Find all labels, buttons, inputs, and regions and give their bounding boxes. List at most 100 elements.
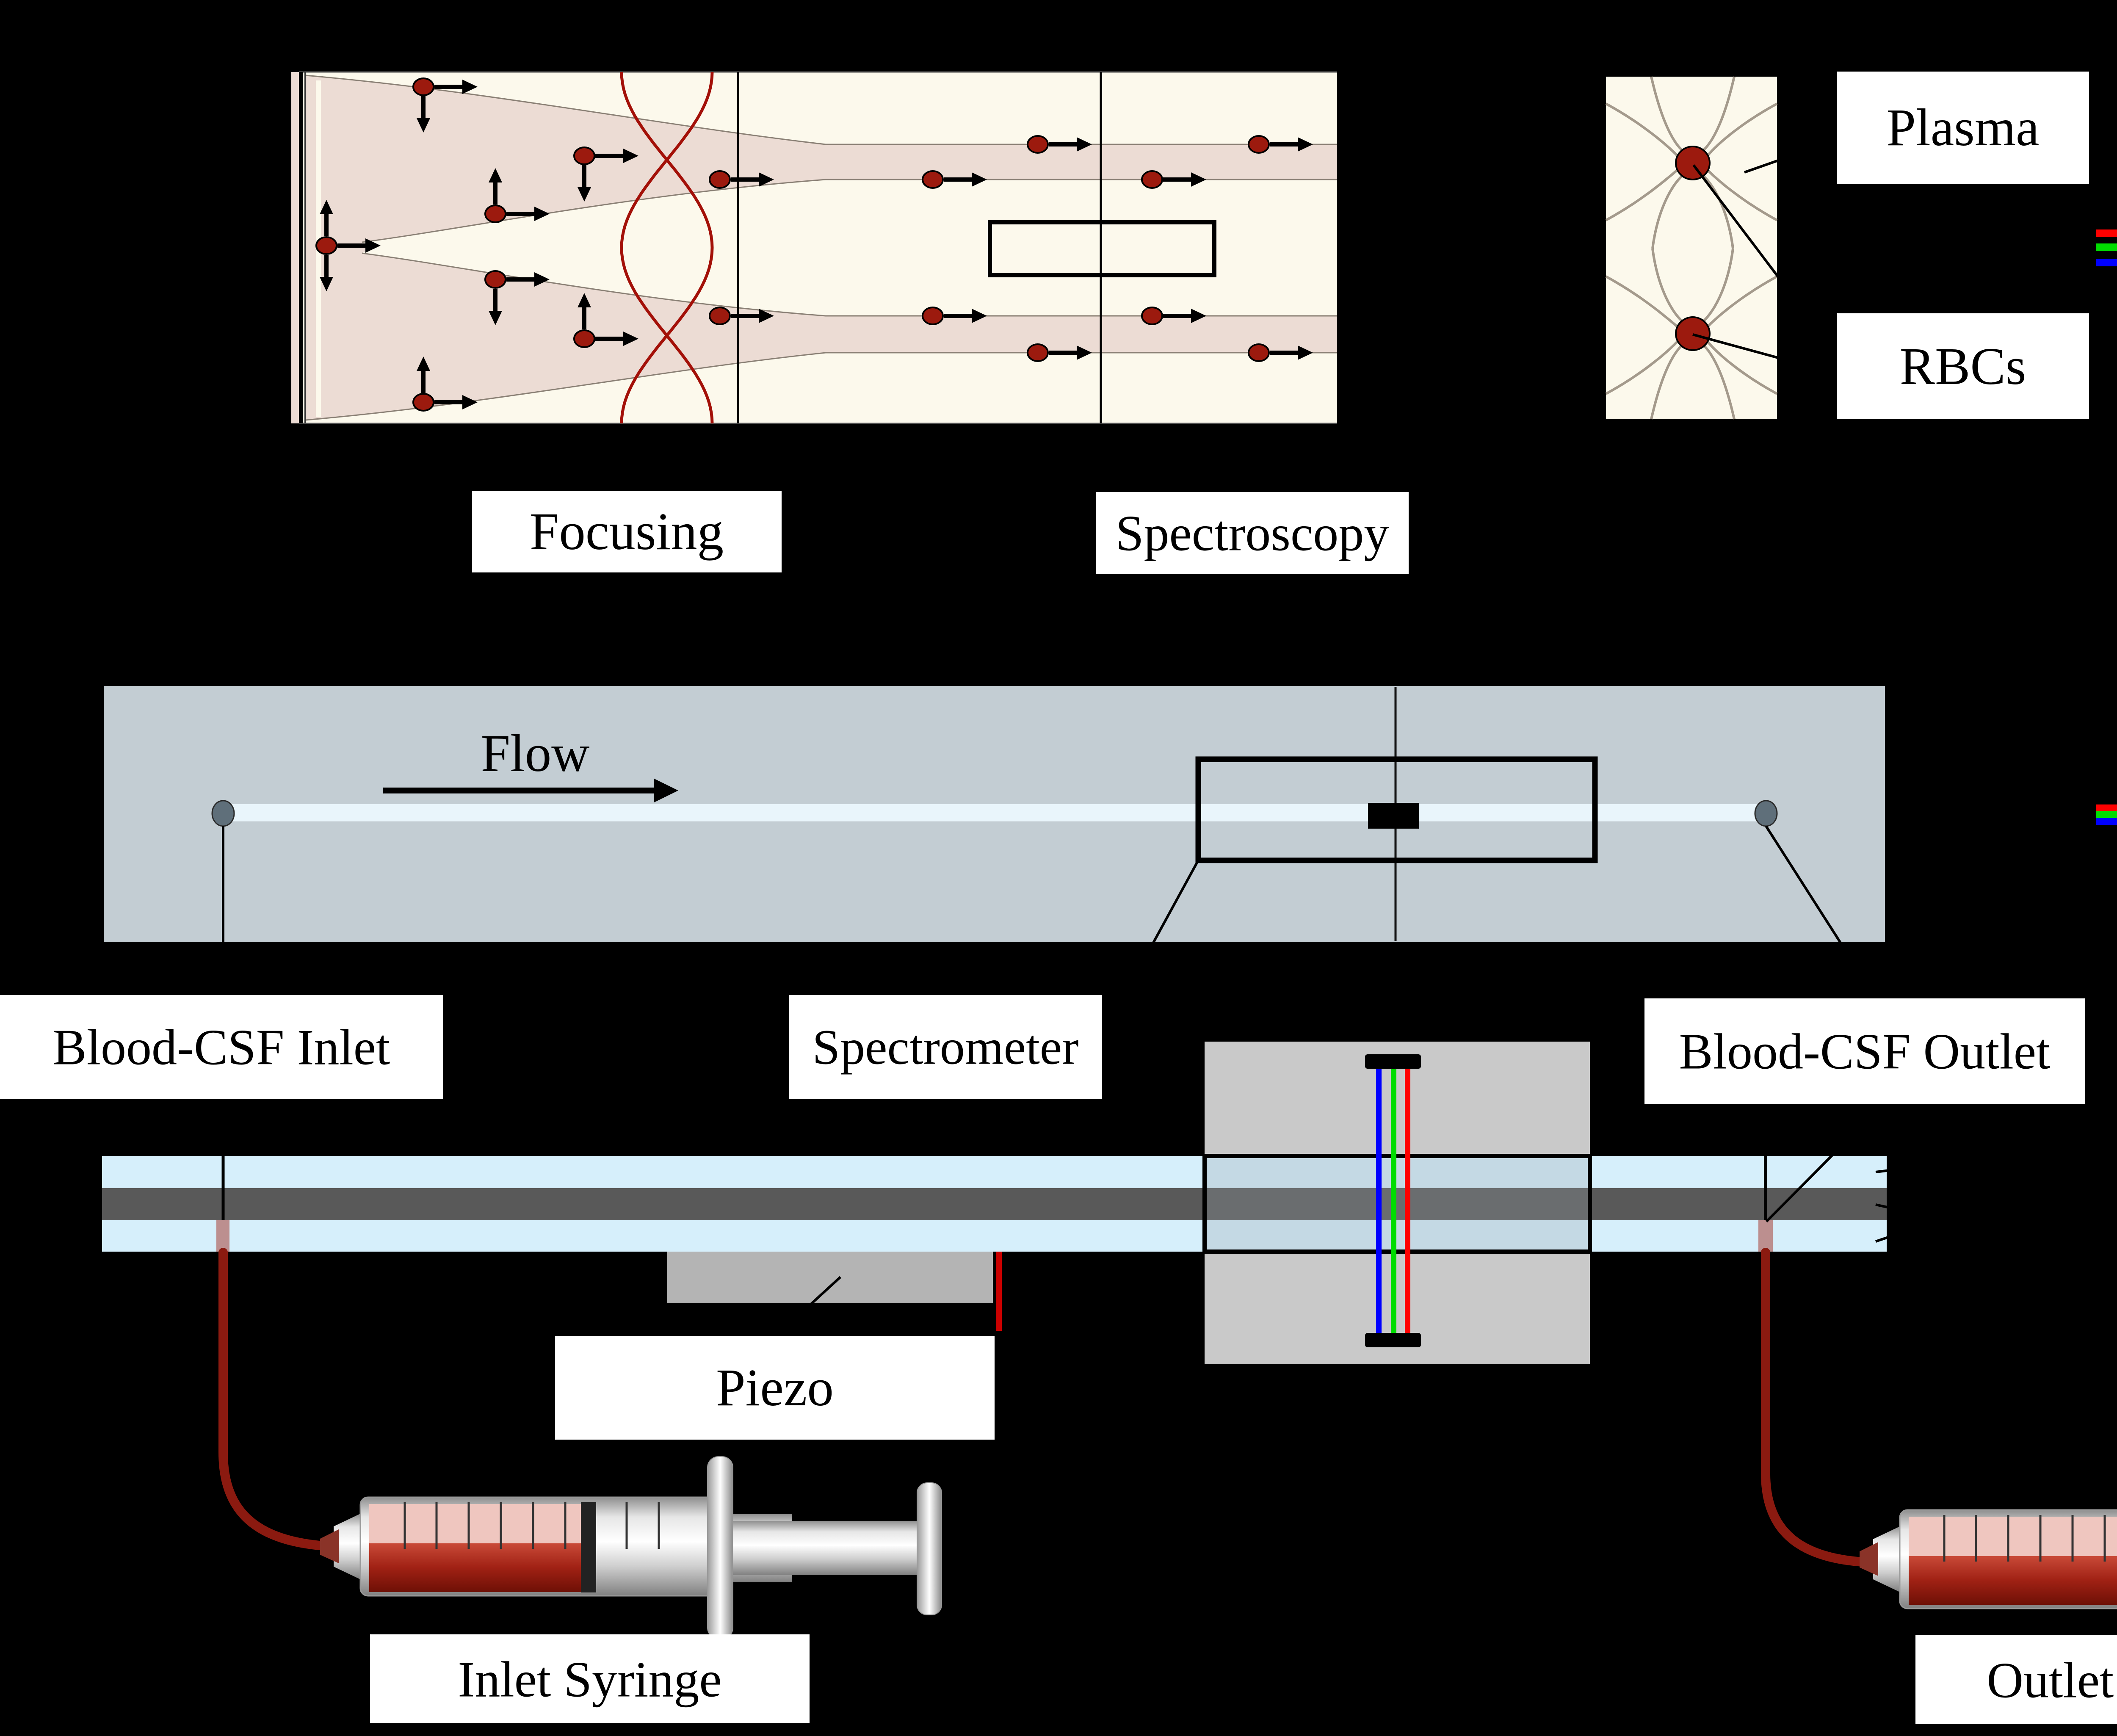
stack-silicon bbox=[102, 1188, 1887, 1220]
beam-cross-blue bbox=[2096, 818, 2117, 825]
chip-top-view: Flow bbox=[104, 686, 1885, 942]
fiber-cap-bottom bbox=[1365, 1333, 1421, 1347]
right-arrowhead bbox=[623, 332, 638, 346]
right-arrowhead bbox=[972, 309, 987, 323]
rbc-particle bbox=[412, 357, 478, 412]
stack-block-tint bbox=[1205, 1156, 1590, 1252]
outlet-glass-hole bbox=[1758, 1220, 1773, 1252]
stack-glass-top bbox=[102, 1156, 1887, 1188]
rbcs-right-top-callout bbox=[2088, 332, 2117, 373]
focusing-label-box bbox=[472, 491, 782, 572]
callout-lines bbox=[222, 138, 2117, 1338]
streamline-outer-bottom bbox=[305, 352, 1337, 421]
up-arrowhead bbox=[417, 357, 430, 371]
glass-legend-top-callout bbox=[1875, 1142, 2117, 1173]
rbc-particle bbox=[1141, 307, 1206, 325]
rbc-node-dots bbox=[1675, 146, 1711, 351]
chip-side-view bbox=[102, 1042, 1887, 1364]
laser-rgb-path bbox=[1376, 1069, 1410, 1334]
standing-wave-curve-2 bbox=[620, 72, 714, 424]
rbc-particle bbox=[922, 307, 987, 325]
outlet-syringe-label: Outlet Syringe bbox=[1987, 1652, 2117, 1708]
beam-cross-green bbox=[2096, 811, 2117, 818]
fiber-line-red bbox=[1405, 1069, 1410, 1334]
rbc-ellipse bbox=[573, 329, 595, 348]
plasma-label-box bbox=[1837, 72, 2089, 184]
right-arrowhead bbox=[534, 207, 550, 221]
flow-arrow-shaft bbox=[383, 788, 654, 793]
right-arrowhead bbox=[1077, 346, 1092, 360]
focused-stream-region bbox=[306, 75, 1337, 420]
outlet-tube bbox=[1761, 1248, 1876, 1567]
rbc-ellipse bbox=[922, 307, 944, 325]
acoustic-standing-wave bbox=[620, 72, 714, 424]
spectrometer-mid-label-box bbox=[789, 995, 1102, 1099]
rbc-particle bbox=[1027, 135, 1092, 154]
rbc-particle bbox=[573, 293, 638, 348]
plasma-right-callout bbox=[2089, 138, 2117, 150]
chip-inlet-port bbox=[211, 800, 235, 827]
outlet-port-callout bbox=[1765, 825, 1877, 999]
outlet-hole-callout bbox=[1765, 1104, 1883, 1223]
down-arrowhead bbox=[320, 277, 333, 291]
rbc-ellipse bbox=[1027, 343, 1049, 362]
rbc-particle bbox=[922, 170, 987, 189]
silicon-legend-callout bbox=[1875, 1203, 2117, 1260]
right-arrowhead bbox=[1191, 309, 1206, 323]
piezo-callout bbox=[774, 1276, 842, 1338]
inlet-syringe-label: Inlet Syringe bbox=[458, 1651, 721, 1708]
plasma-left-callout bbox=[1744, 138, 1838, 174]
chip-outlet-port bbox=[1754, 800, 1778, 827]
streamline-inner-bottom bbox=[362, 252, 1337, 317]
focusing-label: Focusing bbox=[530, 503, 724, 561]
node-panel-before bbox=[1606, 77, 1777, 419]
inlet-label-box bbox=[0, 995, 443, 1099]
right-arrowhead bbox=[1077, 137, 1092, 152]
right-arrowhead bbox=[1298, 346, 1313, 360]
flow-arrowhead bbox=[654, 779, 678, 802]
beam-top-blue bbox=[2096, 259, 2117, 266]
rbc-particle bbox=[1248, 135, 1313, 154]
streamline-inner-top bbox=[362, 179, 1337, 243]
down-arrowhead bbox=[489, 311, 502, 325]
rbc-node-dot bbox=[1675, 316, 1711, 351]
rbc-particle bbox=[1027, 343, 1092, 362]
right-arrowhead bbox=[623, 149, 638, 163]
rbc-ellipse bbox=[709, 170, 731, 189]
spectroscopy-detection-box bbox=[988, 220, 1216, 277]
right-arrowhead bbox=[462, 80, 478, 94]
channel-left-wall-inner bbox=[304, 72, 306, 423]
flow-arrow bbox=[383, 779, 678, 802]
rbcs-left-top-callout bbox=[1692, 164, 1838, 356]
standing-wave-curve-1 bbox=[620, 72, 714, 424]
stack-glass-bottom bbox=[102, 1220, 1887, 1252]
spectrometer-mid-label: Spectrometer bbox=[812, 1020, 1078, 1075]
down-arrowhead bbox=[417, 118, 430, 133]
channel-section-lines bbox=[737, 72, 1102, 423]
spectrometer-beams-cross bbox=[2096, 804, 2117, 825]
piezo-wire bbox=[996, 1252, 1002, 1331]
right-arrowhead bbox=[972, 172, 987, 187]
up-arrowhead bbox=[489, 168, 502, 182]
flow-label: Flow bbox=[481, 724, 589, 783]
piezo-label-box bbox=[555, 1336, 995, 1440]
focusing-channel-panel bbox=[291, 71, 1337, 424]
rbc-ellipse bbox=[484, 270, 506, 289]
rbc-ellipse bbox=[484, 205, 506, 223]
stack-block-outline bbox=[1202, 1154, 1592, 1254]
spectrometer-beams-top bbox=[2096, 229, 2117, 266]
spectroscopy-label-box bbox=[1096, 492, 1409, 574]
rbc-particle bbox=[484, 168, 550, 223]
rbc-ellipse bbox=[1248, 135, 1270, 154]
rbc-particle bbox=[709, 307, 774, 325]
piezo-label: Piezo bbox=[716, 1359, 834, 1417]
rbc-particles bbox=[315, 77, 1313, 412]
right-arrowhead bbox=[534, 272, 550, 287]
glass-legend-bot-callout bbox=[1875, 1158, 2117, 1243]
rbcs-label: RBCs bbox=[1900, 337, 2026, 396]
right-arrowhead bbox=[1191, 172, 1206, 187]
rbc-particle bbox=[709, 170, 774, 189]
channel-left-wall bbox=[299, 72, 303, 423]
chip-detection-spot bbox=[1368, 803, 1419, 829]
inlet-glass-hole bbox=[216, 1220, 229, 1252]
